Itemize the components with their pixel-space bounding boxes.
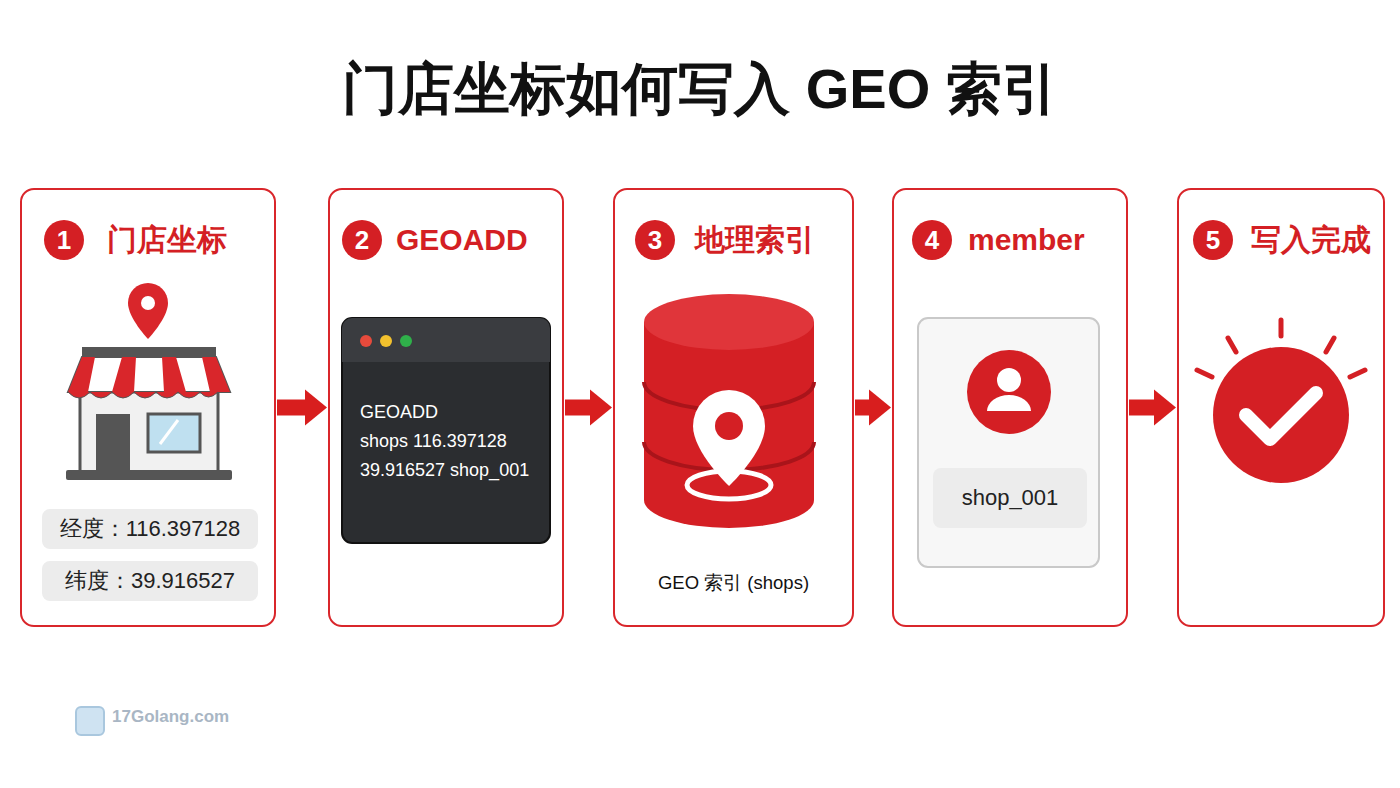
node-text: shop_001 — [962, 485, 1059, 511]
step-card: member 4 shop_001 — [892, 188, 1128, 627]
node-text: shops 116.397128 39.916527 shop_001 — [360, 427, 538, 485]
node-text: 5 — [1206, 225, 1220, 256]
flow-arrow — [277, 390, 327, 426]
value-pill: 经度：116.397128 — [42, 509, 258, 549]
check-icon — [1197, 320, 1365, 483]
member-panel — [918, 318, 1099, 567]
database-icon — [644, 294, 814, 528]
node-text: GEOADD — [360, 398, 538, 427]
terminal-window — [342, 318, 550, 543]
step-number: 1 — [44, 220, 84, 260]
step-number: 3 — [635, 220, 675, 260]
step-heading: GEOADD — [396, 223, 528, 257]
store-icon — [66, 283, 232, 480]
node-text: 纬度：39.916527 — [65, 566, 235, 596]
title: 门店坐标如何写入 GEO 索引 — [0, 52, 1400, 128]
command-text: GEOADDshops 116.397128 39.916527 shop_00… — [344, 320, 552, 545]
step-card: 地理索引 GEO 索引 (shops) 3 — [613, 188, 854, 627]
step-card: 门店坐标 1 经度：116.397128 纬度：39.916527 — [20, 188, 276, 627]
flow-arrow — [565, 390, 612, 426]
watermark: 17Golang.com — [112, 707, 229, 727]
watermark-icon — [76, 707, 104, 735]
node-text: 4 — [925, 225, 939, 256]
step-number: 2 — [342, 220, 382, 260]
node-text: 1 — [57, 225, 71, 256]
step-heading: 地理索引 — [695, 220, 815, 261]
flow-arrow — [1129, 390, 1176, 426]
step-card: GEOADD2GEOADDshops 116.397128 39.916527 … — [328, 188, 564, 627]
value-pill: 纬度：39.916527 — [42, 561, 258, 601]
value-pill: shop_001 — [933, 468, 1087, 528]
flow-arrow — [855, 390, 891, 426]
step-heading: member — [968, 223, 1085, 257]
node-text: 3 — [648, 225, 662, 256]
step-heading: 写入完成 — [1251, 220, 1371, 261]
step-heading: 门店坐标 — [107, 220, 227, 261]
index-caption: GEO 索引 (shops) — [615, 570, 852, 595]
step-number: 5 — [1193, 220, 1233, 260]
node-text: 经度：116.397128 — [60, 514, 241, 544]
step-number: 4 — [912, 220, 952, 260]
step-card: 写入完成 5 — [1177, 188, 1385, 627]
node-text: 2 — [355, 225, 369, 256]
